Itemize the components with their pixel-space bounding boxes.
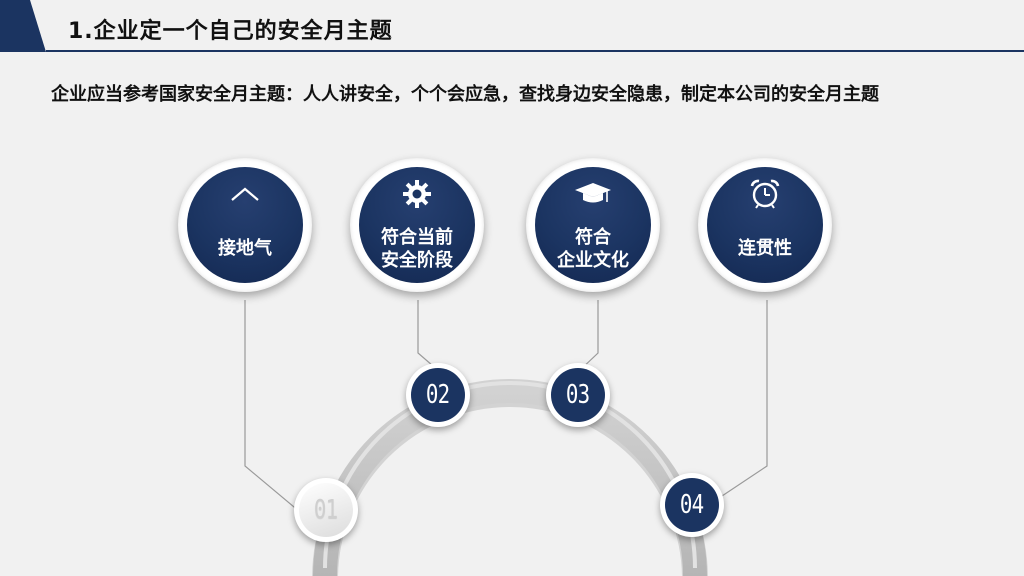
topic-label-3: 符合 企业文化: [557, 227, 629, 271]
topic-label-4: 连贯性: [738, 238, 792, 259]
topic-label-1: 接地气: [218, 238, 272, 259]
gear-icon: [359, 179, 475, 209]
header-underline: [46, 50, 1024, 52]
topic-circle-1: 接地气: [178, 158, 312, 292]
step-node-03: 03: [546, 363, 610, 427]
step-node-04: 04: [660, 473, 724, 537]
topic-label-2: 符合当前 安全阶段: [381, 227, 453, 271]
step-number-04: 04: [680, 490, 704, 520]
step-number-03: 03: [566, 380, 590, 410]
page-title: 1.企业定一个自己的安全月主题: [68, 19, 393, 44]
connector-04: [721, 300, 768, 497]
topic-circle-4: 连贯性: [698, 158, 832, 292]
chevron-up-icon: [187, 179, 303, 209]
step-node-01: 01: [294, 478, 358, 542]
connector-03: [577, 300, 599, 373]
step-number-01: 01: [314, 495, 338, 525]
alarm-clock-icon: [707, 179, 823, 209]
intro-text: 企业应当参考国家安全月主题：人人讲安全，个个会应急，查找身边安全隐患，制定本公司…: [51, 84, 879, 105]
progress-arc: [313, 379, 707, 576]
connector-01: [244, 300, 301, 513]
step-node-02: 02: [406, 363, 470, 427]
step-number-02: 02: [426, 380, 450, 410]
graduation-cap-icon: [535, 179, 651, 209]
header-bar: 1.企业定一个自己的安全月主题: [0, 0, 1024, 52]
topic-circle-3: 符合 企业文化: [526, 158, 660, 292]
topic-circle-2: 符合当前 安全阶段: [350, 158, 484, 292]
arc-highlight: [323, 381, 697, 569]
arc-shadow: [312, 381, 708, 576]
connector-02: [417, 300, 441, 373]
